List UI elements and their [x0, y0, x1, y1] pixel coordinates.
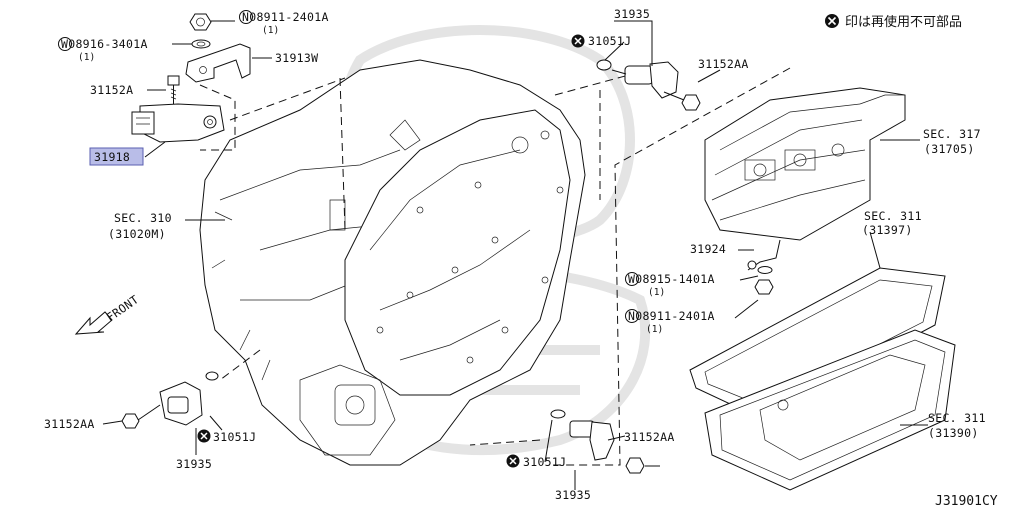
label-nut-08911-top-qty: (1): [262, 25, 279, 36]
nut-08911-top: [189, 13, 212, 31]
label-oring-31051j-top: 31051J: [588, 34, 631, 48]
x-circle-icon: [197, 429, 211, 443]
label-nut-08911-top: N08911-2401A: [242, 10, 329, 24]
nut-marker-icon: [625, 309, 639, 323]
label-oring-31051j-bottom: 31051J: [523, 455, 566, 469]
note-marker-x-circle-icon: [825, 14, 839, 28]
x-circle-icon: [571, 34, 585, 48]
nut-08911-right: [754, 279, 774, 295]
bolt-31152aa-top: [663, 91, 701, 111]
label-sec317-ref: (31705): [924, 142, 975, 156]
x-circle-icon: [506, 454, 520, 468]
label-sec310: SEC. 310: [114, 211, 172, 225]
valve-body: [704, 87, 906, 241]
switch-31918: [131, 103, 225, 143]
label-sensor-31935-bottom: 31935: [555, 488, 591, 502]
transmission-case: [199, 59, 586, 466]
label-bolt-31152aa-left: 31152AA: [44, 417, 95, 431]
bolt-31152aa-bottom: [625, 457, 660, 474]
washer-marker-icon: [625, 272, 639, 286]
label-bolt-31152aa-top: 31152AA: [698, 57, 749, 71]
washer-marker-icon: [58, 37, 72, 51]
front-direction-label: FRONT: [104, 292, 142, 324]
highlight-part-31918: [89, 147, 144, 166]
label-washer-08916: W08916-3401A: [61, 37, 148, 51]
harness-31924: [747, 239, 781, 271]
nut-marker-icon: [239, 10, 253, 24]
label-sec311-b-ref: (31390): [928, 426, 979, 440]
washer-08915: [757, 266, 773, 274]
label-switch-31918[interactable]: 31918: [94, 150, 130, 164]
label-bolt-31152aa-bottom: 31152AA: [624, 430, 675, 444]
bracket-31913w: [185, 43, 251, 83]
label-sec310-ref: (31020M): [108, 227, 166, 241]
label-washer-08915: W08915-1401A: [628, 272, 715, 286]
bolt-31152a: [167, 75, 180, 104]
front-arrow-icon: [74, 311, 113, 335]
oil-pan: [704, 329, 956, 491]
washer-08916: [191, 39, 211, 49]
label-sensor-31935-top: 31935: [614, 7, 650, 21]
sensor-31935-top: [596, 59, 679, 99]
diagram-code: J31901CY: [935, 494, 998, 509]
label-sensor-31935-left: 31935: [176, 457, 212, 471]
label-washer-08915-qty: (1): [648, 287, 665, 298]
label-nut-08911-right-qty: (1): [646, 324, 663, 335]
label-sec317: SEC. 317: [923, 127, 981, 141]
label-washer-08916-qty: (1): [78, 52, 95, 63]
label-sec311-a-ref: (31397): [862, 223, 913, 237]
label-oring-31051j-left: 31051J: [213, 430, 256, 444]
dashed-leader-lines: [199, 67, 791, 466]
non-reusable-parts-note: 印は再使用不可部品: [845, 14, 962, 30]
label-bracket-31913w: 31913W: [275, 51, 318, 65]
label-harness-31924: 31924: [690, 242, 726, 256]
label-nut-08911-right: N08911-2401A: [628, 309, 715, 323]
label-leader-lines: [102, 20, 928, 490]
sensor-31935-bottom: [550, 409, 615, 461]
bolt-31152aa-left: [121, 404, 161, 429]
label-sec311-a: SEC. 311: [864, 209, 922, 223]
sensor-31935-left: [159, 371, 219, 426]
label-bolt-31152a: 31152A: [90, 83, 133, 97]
label-sec311-b: SEC. 311: [928, 411, 986, 425]
